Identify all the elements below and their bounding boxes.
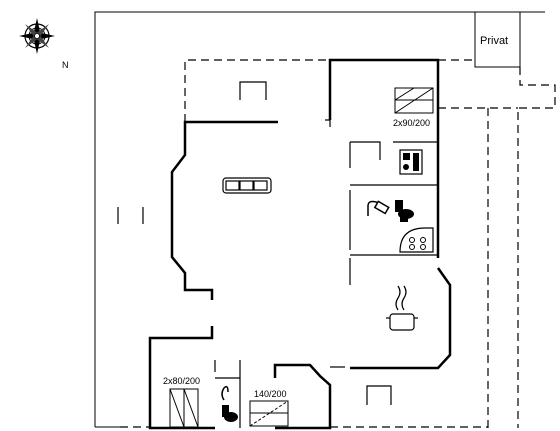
bed-lower-mid-label: 140/200 [254, 389, 287, 399]
bed-upper-right-label: 2x90/200 [393, 118, 430, 128]
sofa-icon [222, 177, 272, 194]
exterior-walls [148, 58, 452, 430]
shower-icon [367, 200, 390, 216]
privat-box: Privat [474, 11, 521, 68]
bed-lower-left [169, 388, 199, 428]
north-label: N [62, 60, 69, 70]
privat-label: Privat [480, 35, 508, 47]
door-markers [117, 81, 392, 405]
toilet-icon [395, 200, 414, 222]
bed-upper-right [394, 87, 434, 114]
shower-lower-icon [221, 385, 229, 401]
interior-walls [214, 141, 438, 428]
compass-rose-icon [19, 18, 55, 54]
washing-machine-icon [399, 149, 423, 175]
terrace-dashed-lines [120, 59, 556, 428]
bed-lower-left-label: 2x80/200 [163, 376, 200, 386]
bed-lower-mid [249, 400, 289, 427]
property-boundary [94, 11, 545, 428]
hob-icon [399, 227, 434, 253]
cooking-pot-icon [386, 285, 418, 331]
toilet-lower-icon [222, 405, 238, 422]
